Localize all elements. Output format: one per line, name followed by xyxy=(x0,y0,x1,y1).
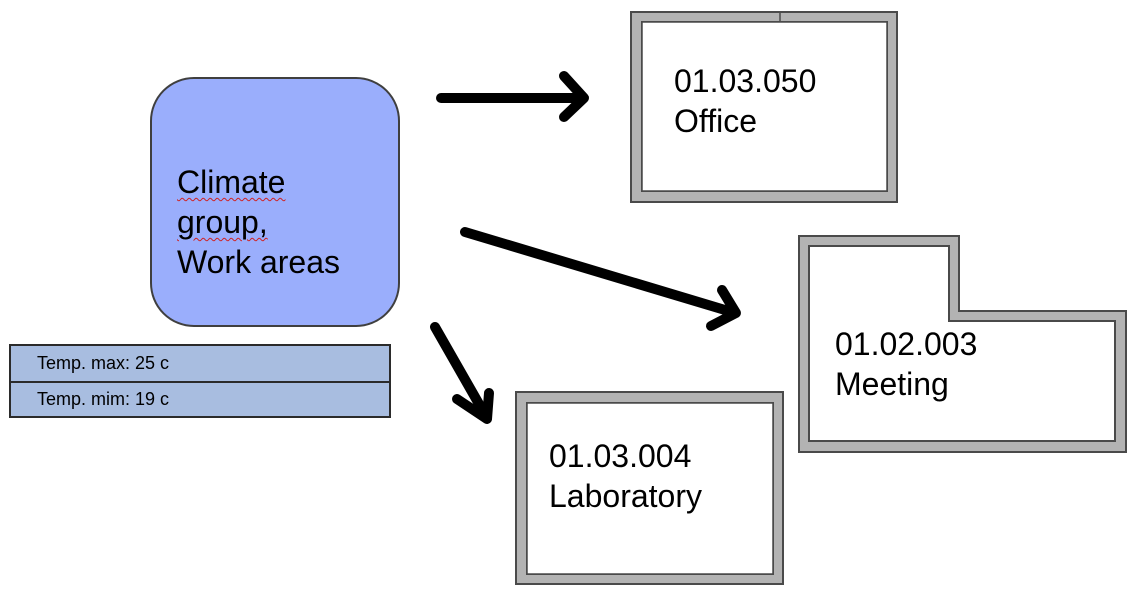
property-row-temp-max: Temp. max: 25 c xyxy=(37,353,170,373)
climate-group-box xyxy=(150,77,400,327)
room-laboratory-label: 01.03.004 Laboratory xyxy=(549,436,702,516)
room-meeting-shape xyxy=(798,235,1127,453)
property-row-temp-min: Temp. mim: 19 c xyxy=(11,381,389,416)
climate-group-line-1: Climate xyxy=(177,164,286,200)
room-laboratory-shape xyxy=(515,391,784,585)
room-laboratory-name: Laboratory xyxy=(549,478,702,514)
climate-group-line-3: Work areas xyxy=(177,244,341,280)
climate-properties-table: Temp. max: 25 c Temp. mim: 19 c xyxy=(9,344,391,418)
arrow-to-office xyxy=(436,71,589,122)
climate-group-line-2: group, xyxy=(177,204,268,240)
arrow-to-meeting xyxy=(460,227,741,331)
room-office-code: 01.03.050 xyxy=(674,63,817,99)
room-meeting-label: 01.02.003 Meeting xyxy=(835,324,977,404)
room-office-label: 01.03.050 Office xyxy=(674,61,816,141)
room-office-name: Office xyxy=(674,103,757,139)
climate-group-label: Climate group, Work areas xyxy=(177,162,340,282)
room-laboratory-code: 01.03.004 xyxy=(549,438,692,474)
room-office-shape xyxy=(630,11,898,203)
room-meeting-name: Meeting xyxy=(835,366,949,402)
room-meeting-code: 01.02.003 xyxy=(835,326,978,362)
arrow-to-laboratory xyxy=(430,322,494,424)
